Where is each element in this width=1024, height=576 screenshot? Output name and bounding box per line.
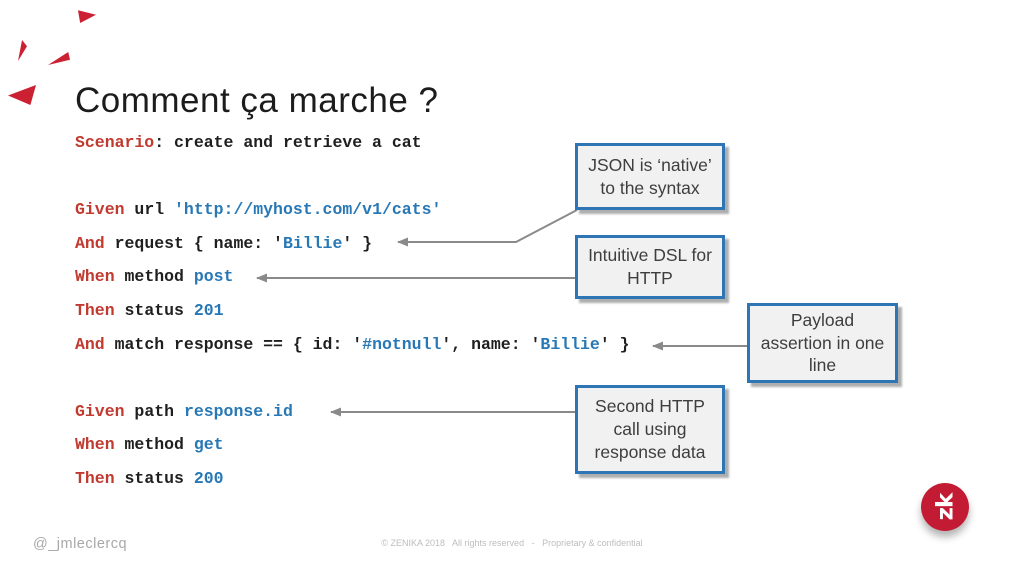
code-token: 'http://myhost.com/v1/cats' xyxy=(174,200,442,220)
code-line: And match response == { id: '#notnull', … xyxy=(75,328,630,362)
code-line: Given path response.id xyxy=(75,395,630,429)
code-line: When method post xyxy=(75,260,630,294)
code-token: method xyxy=(114,435,194,455)
code-token: And xyxy=(75,334,105,354)
twitter-handle: @_jmleclercq xyxy=(33,536,128,552)
code-token: And xyxy=(75,233,105,253)
code-line: And request { name: 'Billie' } xyxy=(75,227,630,261)
code-token: Given xyxy=(75,200,125,220)
code-token: Scenario xyxy=(75,133,155,152)
decor-triangle-icon xyxy=(18,40,27,61)
slide-title: Comment ça marche ? xyxy=(75,81,439,121)
code-line: Scenario: create and retrieve a cat xyxy=(75,126,630,160)
code-line: Given url 'http://myhost.com/v1/cats' xyxy=(75,193,630,227)
callout-second-http-call: Second HTTP call using response data xyxy=(575,385,725,474)
code-line: Then status 200 xyxy=(75,462,630,496)
callout-text: Second HTTP call using response data xyxy=(594,396,706,462)
code-token: method xyxy=(114,267,194,287)
code-token: Then xyxy=(75,468,115,488)
code-token: ' } xyxy=(342,233,373,253)
callout-json-native: JSON is ‘native’ to the syntax xyxy=(575,143,725,210)
code-token: Billie xyxy=(540,334,600,354)
code-token: status xyxy=(114,468,194,488)
code-token: status xyxy=(114,300,194,320)
code-token: match response == { id: ' xyxy=(104,334,363,354)
decor-triangle-icon xyxy=(78,10,96,23)
code-token: Billie xyxy=(282,233,343,253)
code-token: : create and retrieve a cat xyxy=(154,133,422,152)
decor-triangle-icon xyxy=(8,85,36,105)
callout-intuitive-dsl: Intuitive DSL for HTTP xyxy=(575,235,725,299)
callout-text: JSON is ‘native’ to the syntax xyxy=(588,154,712,198)
code-token: Given xyxy=(75,401,125,421)
code-token: get xyxy=(193,435,224,455)
code-blank-line xyxy=(75,160,630,194)
code-token: #notnull xyxy=(362,334,442,354)
code-blank-line xyxy=(75,361,630,395)
code-line: Then status 201 xyxy=(75,294,630,328)
code-token: 201 xyxy=(193,300,224,320)
code-line: When method get xyxy=(75,428,630,462)
callout-text: Intuitive DSL for HTTP xyxy=(588,245,712,288)
code-token: ', name: ' xyxy=(441,334,541,354)
code-token: When xyxy=(75,267,115,287)
copyright-notice: © ZENIKA 2018 All rights reserved - Prop… xyxy=(381,538,643,548)
code-token: 200 xyxy=(193,468,224,488)
zenika-logo: zk xyxy=(921,483,969,531)
decor-triangle-icon xyxy=(48,52,70,65)
code-token: url xyxy=(124,200,175,220)
code-token: request { name: ' xyxy=(104,233,283,253)
code-token: ' } xyxy=(599,334,630,354)
callout-text: Payload assertion in one line xyxy=(760,309,885,376)
code-token: path xyxy=(124,401,184,421)
code-token: response.id xyxy=(183,401,293,421)
zenika-monogram-icon: zk xyxy=(932,493,958,521)
code-token: When xyxy=(75,435,115,455)
callout-payload-assertion: Payload assertion in one line xyxy=(747,303,898,383)
code-token: post xyxy=(193,267,234,287)
code-token: Then xyxy=(75,300,115,320)
